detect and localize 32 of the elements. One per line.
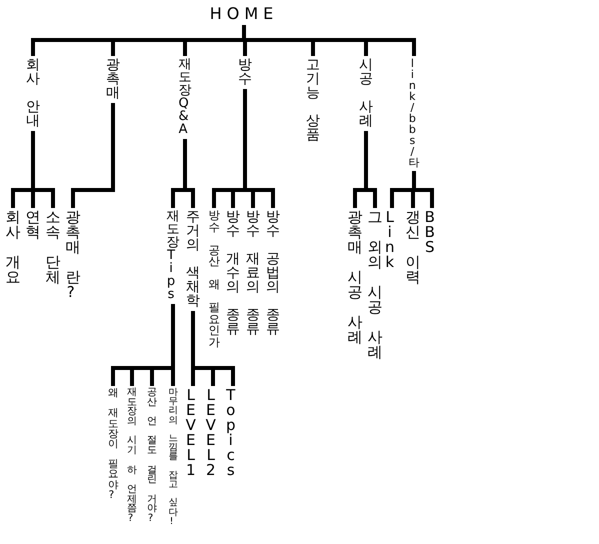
page-label: 재도장Tips <box>166 210 180 301</box>
page-label: 마무리의 느낌를 잡고 싶다! <box>168 388 178 526</box>
page-label: 광촉매 <box>106 58 120 100</box>
page-label: 소속 단체 <box>46 210 60 285</box>
root-label: HOME <box>210 6 278 22</box>
page-label: 주거의 색채학 <box>186 210 200 308</box>
page-label: 방수 공법의 종류 <box>266 210 280 336</box>
page-label: 그 외의 시공 사례 <box>368 210 382 360</box>
page-label: BBS <box>424 210 440 255</box>
page-label: 회사 개요 <box>6 210 20 285</box>
page-label: 재도장의 시기 하 언제쯤? <box>127 388 137 524</box>
tree-connector <box>183 139 195 208</box>
page-label: Topics <box>226 388 240 478</box>
page-label: 방수 재료의 종류 <box>246 210 260 336</box>
page-label: 광촉매 시공 사례 <box>348 210 362 345</box>
page-label: 갱신 이력 <box>406 210 420 285</box>
page-label: LEVEL2 <box>206 388 220 478</box>
page-label: 방수 공산 왜 필요인가 <box>208 210 220 348</box>
page-label: LEVEL1 <box>186 388 200 478</box>
page-label: 광촉매 란? <box>66 210 80 300</box>
page-label: 재도장Q&A <box>178 58 192 136</box>
page-label: 연혁 <box>26 210 40 240</box>
page-label: 회사 안내 <box>26 58 40 128</box>
page-label: 방수 <box>238 58 252 86</box>
page-label: 고기능 상품 <box>306 58 320 142</box>
page-label: link/bbs/타 <box>408 58 420 168</box>
page-label: 공산 언 절도 걸린 거야? <box>147 388 157 524</box>
tree-connector <box>71 103 115 208</box>
page-label: Link <box>384 210 400 270</box>
page-label: 시공 사례 <box>359 58 373 128</box>
page-label: 왜 재도장이 필요야? <box>108 388 118 500</box>
page-label: 방수 개수의 종류 <box>226 210 240 336</box>
